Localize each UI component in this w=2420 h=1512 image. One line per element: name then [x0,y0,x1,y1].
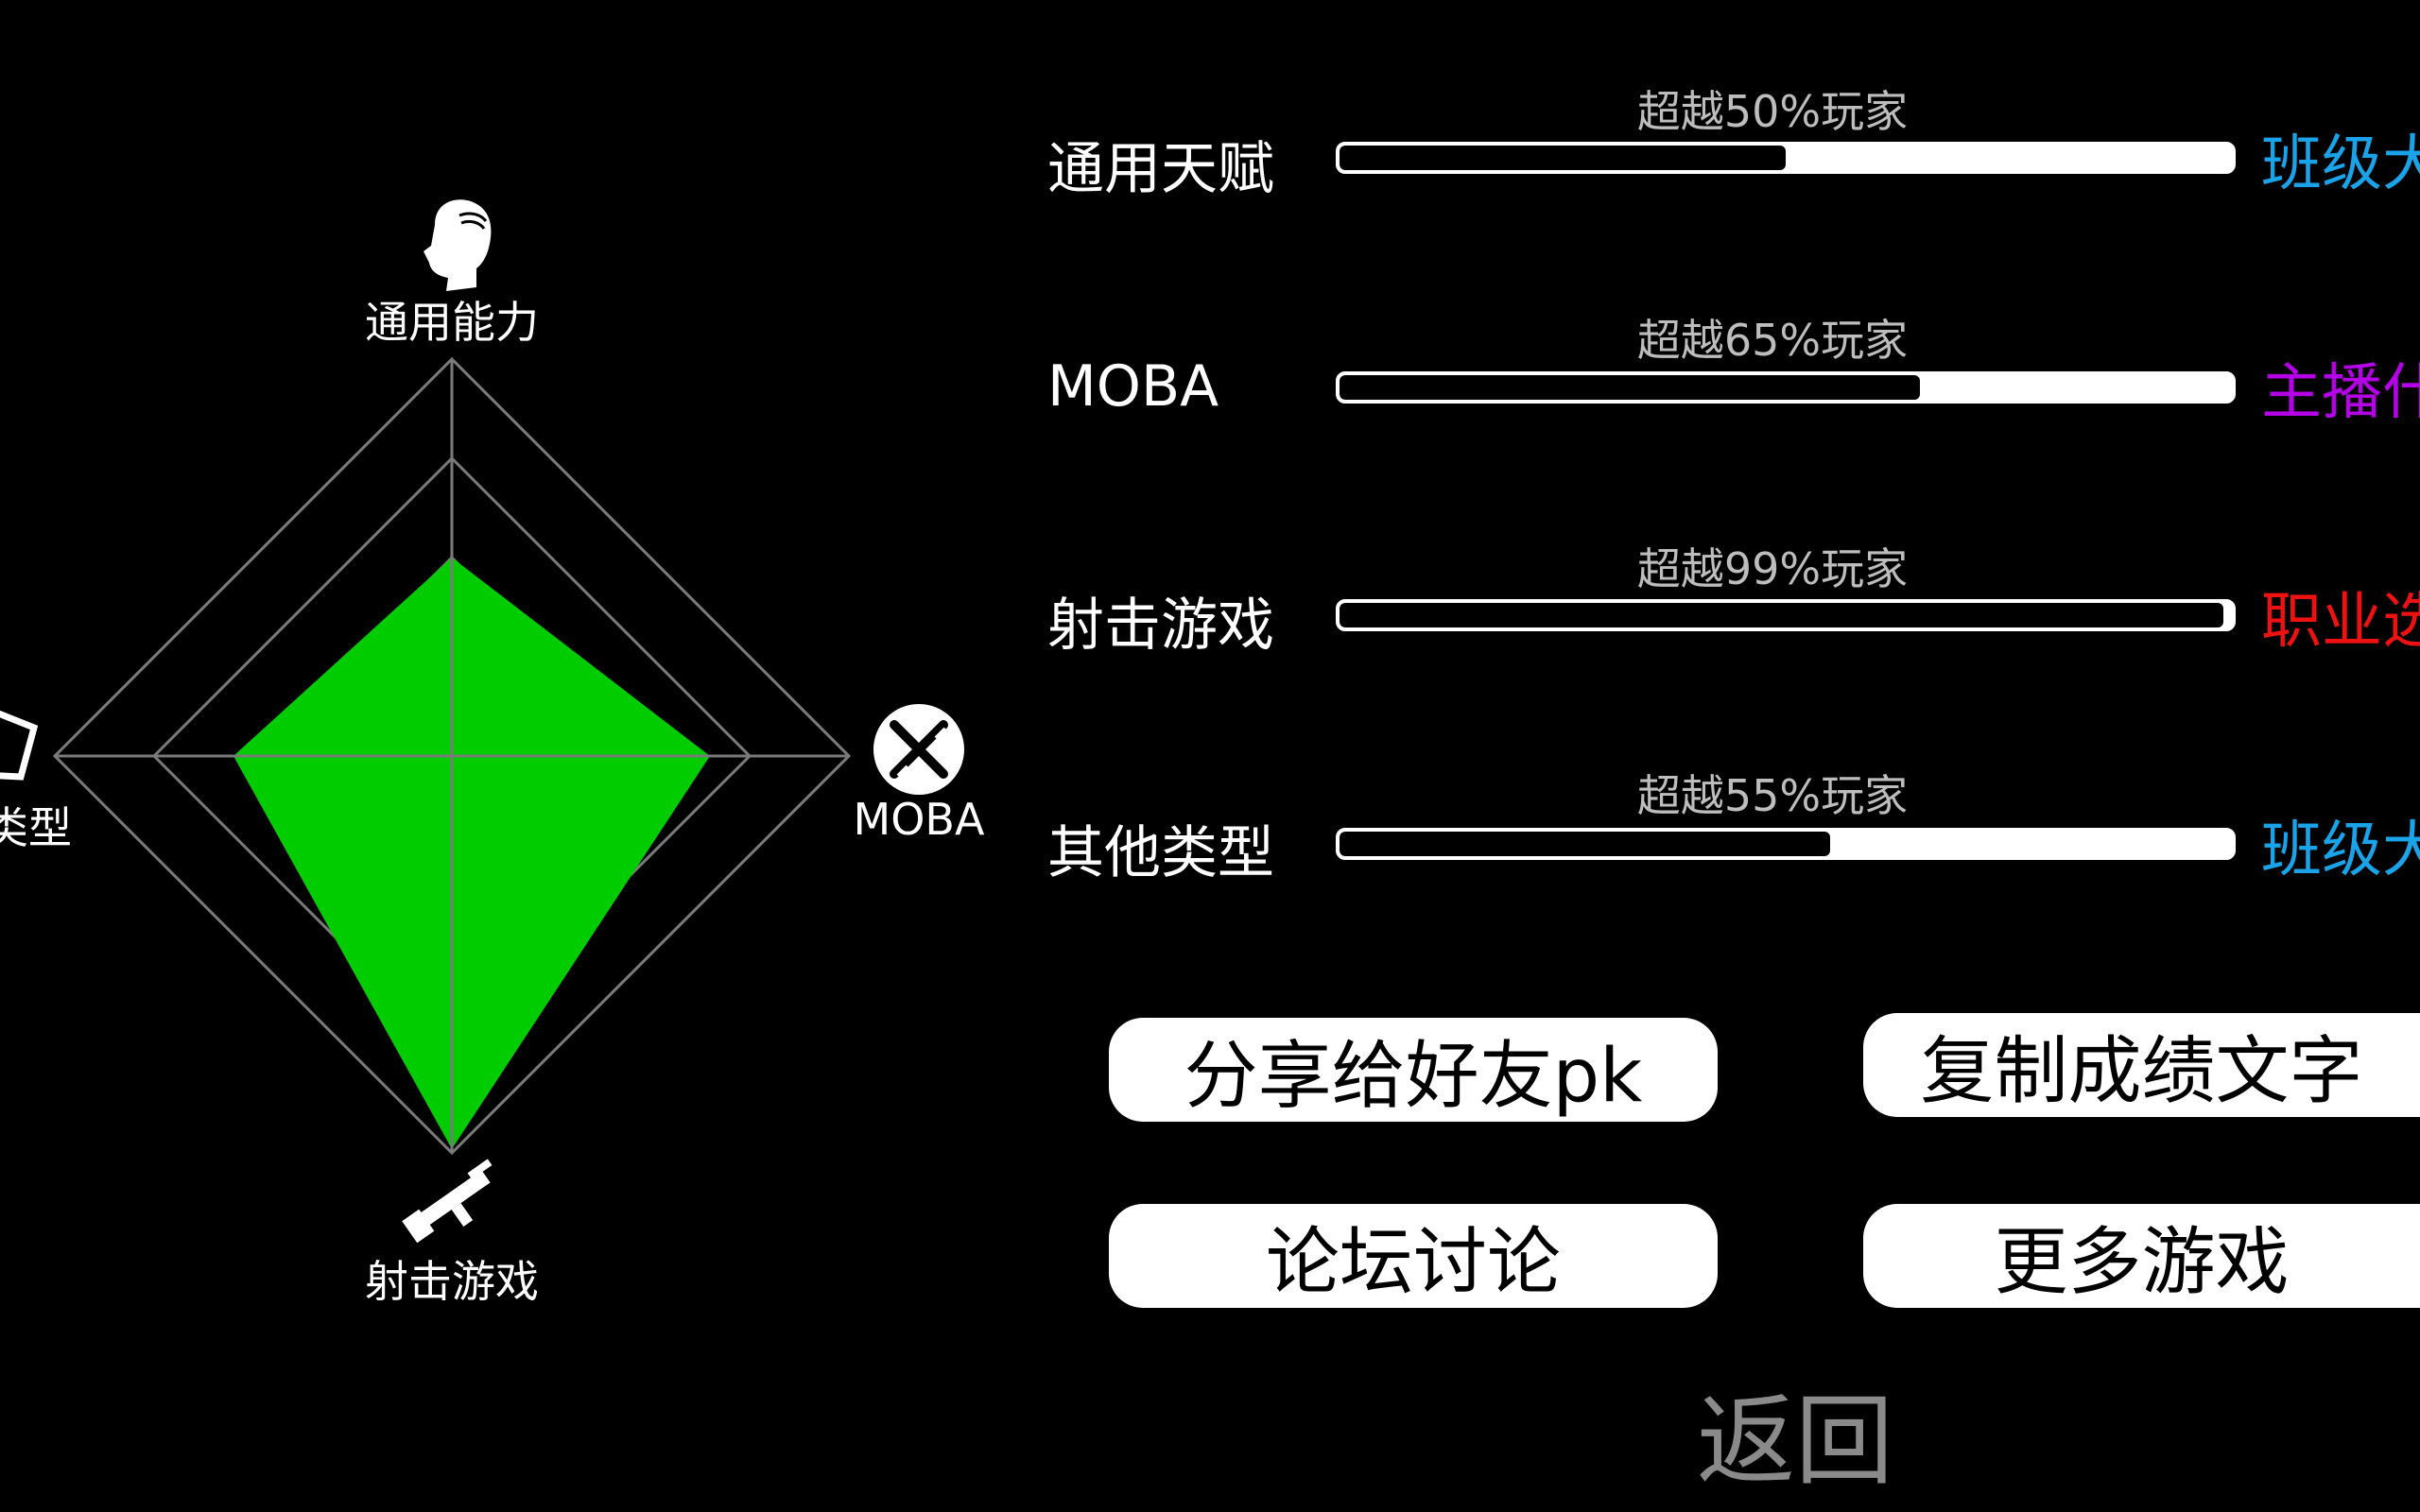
category-name: 其他类型 [1047,820,1274,886]
bar-fill [1340,146,1786,170]
share-to-friend-button[interactable]: 分享给好友pk [1109,1018,1718,1122]
radar-area [233,558,710,1149]
radar-axis-label-moba: MOBA [853,794,985,845]
radar-axis-label-other: 类型 [0,802,72,853]
category-percentile: 超越50%玩家 [1636,86,1909,137]
radar-axis-label-general: 通用能力 [365,297,539,348]
category-progress-bar [1336,142,2236,174]
radar-spokes [55,359,849,1153]
other-type-icon [0,710,39,781]
back-button[interactable]: 返回 [1697,1383,1894,1499]
head-icon [424,199,492,291]
category-rank: 主播什 [2261,358,2420,428]
category-rank: 职业选 [2261,587,2420,657]
bar-fill [1340,375,1920,400]
radar-chart [0,199,964,1244]
radar-axis-label-shooter: 射击游戏 [365,1256,539,1307]
category-percentile: 超越55%玩家 [1636,770,1909,821]
category-progress-bar [1336,371,2236,404]
category-percentile: 超越99%玩家 [1636,543,1909,594]
category-progress-bar [1336,599,2236,631]
category-rank: 班级大 [2261,129,2420,199]
category-percentile: 超越65%玩家 [1636,315,1909,366]
copy-score-text-button[interactable]: 复制成绩文字 [1863,1013,2420,1117]
category-name: 通用天赋 [1047,136,1274,202]
bar-fill [1340,832,1831,856]
more-games-button[interactable]: 更多游戏 [1863,1204,2420,1308]
category-name: 射击游戏 [1047,593,1274,659]
category-progress-bar [1336,828,2236,860]
category-rank: 班级大 [2261,816,2420,885]
category-name: MOBA [1047,353,1219,420]
rifle-icon [402,1159,493,1244]
bar-fill [1340,603,2223,627]
moba-swords-icon [873,704,964,795]
forum-discussion-button[interactable]: 论坛讨论 [1109,1204,1718,1308]
